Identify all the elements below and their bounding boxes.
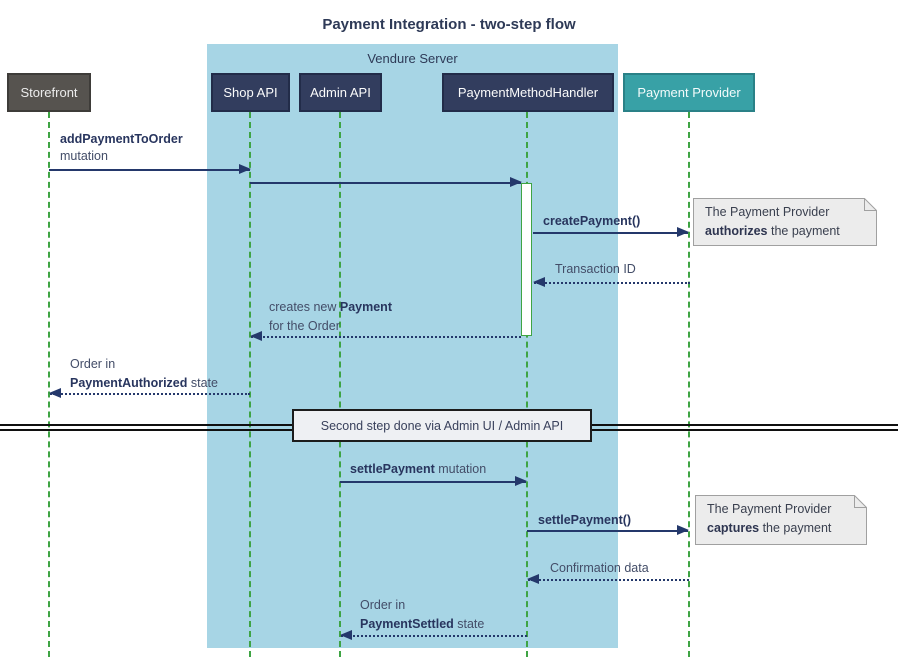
note-capture: The Payment Provider captures the paymen… (695, 495, 867, 545)
message-line: PaymentAuthorized state (70, 376, 218, 390)
message-label-order-authorized: Order in PaymentAuthorized state (70, 355, 218, 393)
message-label-creates-payment: creates new Payment for the Order (269, 298, 392, 336)
arrowhead-left-icon (250, 331, 262, 341)
message-label-settle-mutation: settlePayment mutation (350, 462, 487, 476)
message-arrow-shop-to-handler (250, 177, 522, 187)
participant-payment-method-handler: PaymentMethodHandler (442, 73, 614, 112)
lifeline-storefront (48, 112, 50, 657)
message-arrow-order-authorized (49, 388, 250, 398)
message-label-settle-call: settlePayment() (538, 513, 632, 527)
message-line: mutation (60, 149, 108, 163)
activation-bar (521, 183, 532, 336)
participant-label: Shop API (223, 85, 278, 100)
arrowhead-left-icon (49, 388, 61, 398)
message-arrow-add-payment (49, 164, 251, 174)
arrowhead-left-icon (527, 574, 539, 584)
note-text: The Payment Provider captures the paymen… (707, 500, 831, 538)
arrowhead-left-icon (340, 630, 352, 640)
message-label-create-payment: createPayment() (543, 214, 641, 228)
message-label-add-payment: addPaymentToOrder mutation (60, 131, 183, 165)
vendure-server-label: Vendure Server (367, 51, 458, 66)
participant-label: Storefront (20, 85, 78, 100)
participant-admin-api: Admin API (299, 73, 382, 112)
arrowhead-right-icon (515, 476, 527, 486)
note-authorize: The Payment Provider authorizes the paym… (693, 198, 877, 246)
participant-storefront: Storefront (7, 73, 91, 112)
message-arrow-create-payment (533, 227, 689, 237)
message-line: Order in (70, 357, 116, 371)
lifeline-payment-method-handler (526, 112, 528, 657)
lifeline-shop-api (249, 112, 251, 657)
diagram-title: Payment Integration - two-step flow (322, 16, 576, 33)
message-arrow-creates-payment (250, 331, 521, 341)
arrowhead-left-icon (533, 277, 545, 287)
message-line: PaymentSettled state (360, 617, 485, 631)
divider-label: Second step done via Admin UI / Admin AP… (320, 418, 564, 433)
message-line: creates new Payment (269, 300, 392, 314)
message-arrow-confirmation (527, 574, 689, 584)
lifeline-admin-api (339, 112, 341, 657)
message-label-transaction-id: Transaction ID (555, 262, 636, 276)
note-text: The Payment Provider authorizes the paym… (705, 203, 840, 241)
arrowhead-right-icon (239, 164, 251, 174)
lifeline-payment-provider (688, 112, 690, 657)
note-line: captures the payment (707, 521, 832, 535)
note-shape (695, 495, 867, 545)
message-line: Order in (360, 598, 406, 612)
message-label-order-settled: Order in PaymentSettled state (360, 596, 484, 634)
participant-payment-provider: Payment Provider (623, 73, 755, 112)
note-line: The Payment Provider (707, 502, 832, 516)
arrowhead-right-icon (677, 525, 689, 535)
note-line: authorizes the payment (705, 224, 840, 238)
message-arrow-settle-mutation (340, 476, 527, 486)
arrowhead-right-icon (677, 227, 689, 237)
message-label-confirmation: Confirmation data (550, 561, 649, 575)
divider: Second step done via Admin UI / Admin AP… (292, 409, 592, 442)
message-arrow-transaction-id (533, 277, 690, 287)
message-line: for the Order (269, 319, 340, 333)
arrowhead-right-icon (510, 177, 522, 187)
message-line: addPaymentToOrder (60, 132, 183, 146)
message-arrow-order-settled (340, 630, 527, 640)
participant-label: PaymentMethodHandler (457, 85, 599, 100)
vendure-server-container (207, 44, 618, 648)
participant-label: Payment Provider (637, 85, 741, 100)
participant-label: Admin API (310, 85, 371, 100)
participant-shop-api: Shop API (211, 73, 290, 112)
note-line: The Payment Provider (705, 205, 830, 219)
note-shape (693, 198, 877, 246)
message-arrow-settle-call (527, 525, 689, 535)
